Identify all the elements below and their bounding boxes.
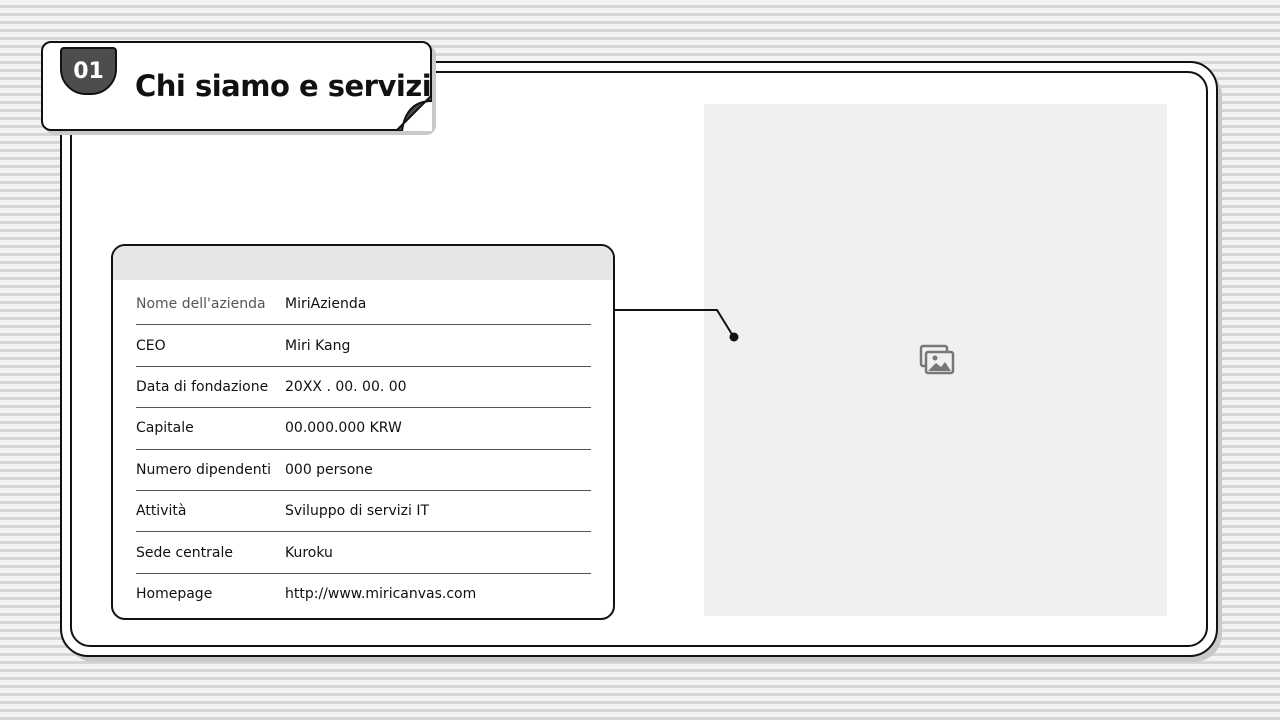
info-row-business: Attività Sviluppo di servizi IT bbox=[136, 491, 591, 533]
info-value: Kuroku bbox=[285, 544, 333, 561]
info-label: Sede centrale bbox=[136, 544, 233, 561]
company-info-card: Nome dell'azienda MiriAzienda CEO Miri K… bbox=[111, 244, 615, 620]
company-info-table: Nome dell'azienda MiriAzienda CEO Miri K… bbox=[136, 284, 591, 614]
info-value: Sviluppo di servizi IT bbox=[285, 503, 430, 520]
info-row-homepage: Homepage http://www.miricanvas.com bbox=[136, 574, 591, 614]
image-icon bbox=[919, 344, 955, 375]
info-value: MiriAzienda bbox=[285, 296, 367, 313]
info-label: Nome dell'azienda bbox=[136, 296, 266, 313]
info-row-capital: Capitale 00.000.000 KRW bbox=[136, 408, 591, 450]
info-value: 20XX . 00. 00. 00 bbox=[285, 378, 407, 395]
info-value: 00.000.000 KRW bbox=[285, 420, 402, 437]
info-value: Miri Kang bbox=[285, 337, 351, 354]
info-value: 000 persone bbox=[285, 461, 373, 478]
info-label: Attività bbox=[136, 503, 187, 520]
folded-corner-icon bbox=[396, 95, 432, 131]
card-header-bar bbox=[113, 246, 613, 280]
connector-line bbox=[610, 309, 739, 342]
section-number-badge: 01 bbox=[60, 47, 117, 95]
info-label: Numero dipendenti bbox=[136, 461, 271, 478]
page-title: Chi siamo e servizi bbox=[135, 69, 432, 103]
info-label: CEO bbox=[136, 337, 166, 354]
info-row-headquarters: Sede centrale Kuroku bbox=[136, 532, 591, 574]
info-row-founded: Data di fondazione 20XX . 00. 00. 00 bbox=[136, 367, 591, 409]
info-row-company-name: Nome dell'azienda MiriAzienda bbox=[136, 284, 591, 326]
image-placeholder[interactable] bbox=[704, 104, 1167, 616]
info-label: Data di fondazione bbox=[136, 378, 269, 395]
title-tab: 01 Chi siamo e servizi bbox=[41, 41, 432, 131]
info-row-ceo: CEO Miri Kang bbox=[136, 325, 591, 367]
info-label: Capitale bbox=[136, 420, 194, 437]
info-row-employees: Numero dipendenti 000 persone bbox=[136, 450, 591, 491]
homepage-link[interactable]: http://www.miricanvas.com bbox=[285, 585, 477, 602]
info-label: Homepage bbox=[136, 585, 213, 602]
